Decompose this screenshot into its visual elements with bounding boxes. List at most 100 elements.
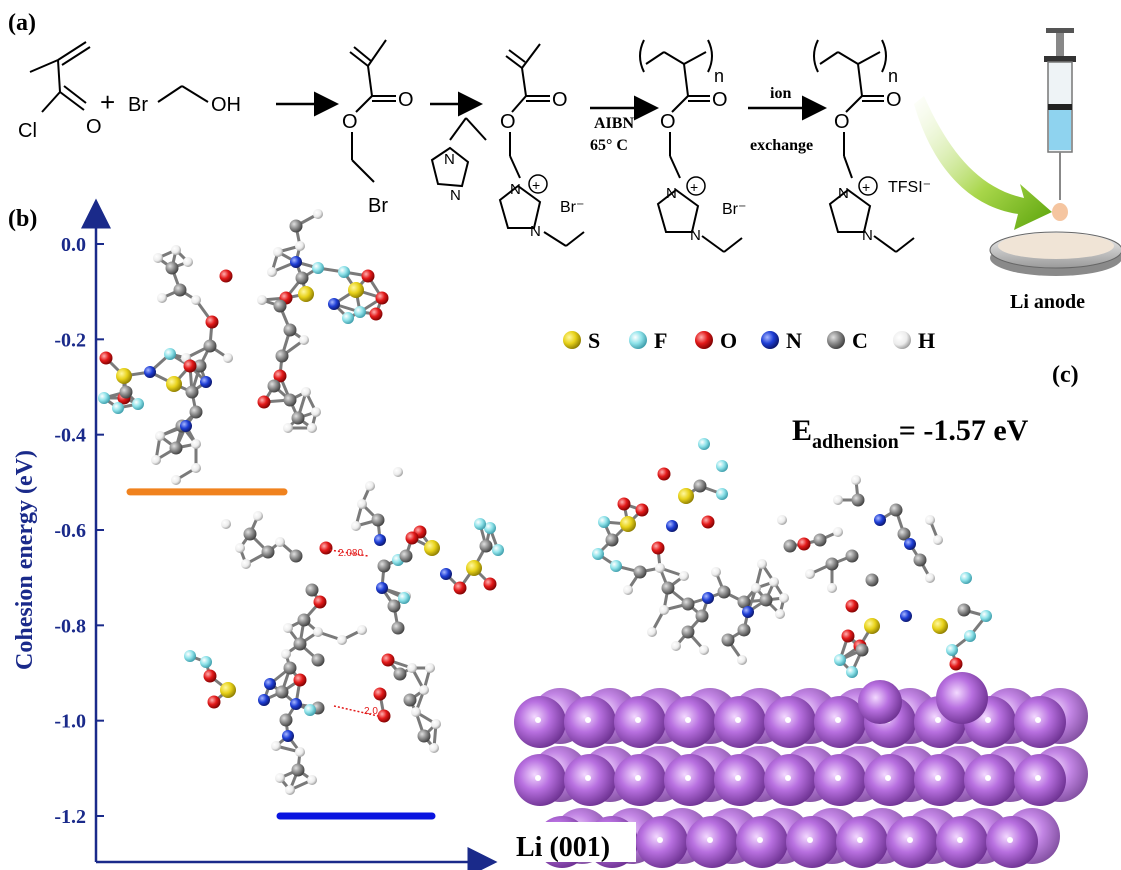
- atom-n-1: N: [444, 151, 455, 168]
- atom-c: [275, 349, 289, 363]
- atom-h: [283, 423, 293, 433]
- atom-n: [900, 610, 912, 622]
- li-atom-highlight: [985, 775, 991, 781]
- atom-s: [932, 618, 948, 634]
- atom-h: [679, 571, 689, 581]
- bond-length-label-1: 2.080: [338, 548, 363, 559]
- atom-c: [275, 685, 289, 699]
- atom-h: [933, 535, 943, 545]
- atom-o: [405, 531, 419, 545]
- y-tick-label: -0.4: [54, 425, 86, 447]
- atom-c: [289, 219, 303, 233]
- legend-label: C: [852, 328, 868, 353]
- atom-f: [964, 630, 976, 642]
- atom-o: [453, 581, 467, 595]
- atom-h: [925, 573, 935, 583]
- polymer-tfsi: n O O N + N TFSI⁻: [813, 39, 931, 253]
- atom-c: [897, 527, 911, 541]
- atom-c: [681, 625, 695, 639]
- atom-h: [191, 439, 201, 449]
- atom-h: [833, 527, 843, 537]
- li-atom-highlight: [935, 775, 941, 781]
- li-atom-highlight: [585, 775, 591, 781]
- atom-br: Br: [128, 94, 148, 116]
- li-atom-highlight: [835, 717, 841, 723]
- atom-c: [311, 653, 325, 667]
- atom-o: O: [86, 116, 102, 138]
- atom-n: [374, 534, 386, 546]
- atom-o-m1: O: [552, 89, 568, 111]
- atom-c: [417, 729, 431, 743]
- atom-h: [851, 475, 861, 485]
- li-atom-highlight: [735, 775, 741, 781]
- bromoethanol: Br OH: [128, 85, 241, 116]
- atom-f: [716, 460, 728, 472]
- atom-h: [253, 511, 263, 521]
- atom-f: [132, 398, 144, 410]
- atom-s: [864, 618, 880, 634]
- atom-s: [116, 368, 132, 384]
- atom-c: [889, 503, 903, 517]
- atom-f: [354, 306, 366, 318]
- counter-ion-br-2: Br⁻: [722, 201, 746, 218]
- li-atom-highlight: [685, 775, 691, 781]
- atom-h: [191, 463, 201, 473]
- atom-n: [702, 592, 714, 604]
- atom-c: [283, 323, 297, 337]
- molecule-model-adsorbed: [592, 438, 992, 678]
- atom-c: [913, 553, 927, 567]
- li-atom-highlight: [785, 775, 791, 781]
- legend-swatch-s: [563, 331, 581, 349]
- li-slab: [514, 672, 1088, 868]
- atom-h: [285, 785, 295, 795]
- atom-n-m1: N: [510, 181, 521, 198]
- atom-f: [312, 262, 324, 274]
- atom-c: [261, 545, 275, 559]
- atom-s: [298, 286, 314, 302]
- atom-o: [373, 687, 387, 701]
- atom-h: [357, 499, 367, 509]
- step4-label-top: ion: [770, 85, 791, 102]
- li-atom-highlight: [657, 837, 663, 843]
- atom-o: [219, 269, 233, 283]
- atom-h: [711, 567, 721, 577]
- atom-f: [342, 312, 354, 324]
- atom-o: [377, 709, 391, 723]
- atom-h: [301, 387, 311, 397]
- atom-h: [307, 775, 317, 785]
- atom-h: [295, 747, 305, 757]
- atom-c: [759, 593, 773, 607]
- atom-o-ester: O: [342, 111, 358, 133]
- atom-s: [678, 488, 694, 504]
- bond-length-label-2: 2.0: [364, 706, 378, 717]
- counter-ion-br-1: Br⁻: [560, 199, 584, 216]
- y-tick-label: -0.8: [54, 615, 86, 637]
- atom-h: [393, 467, 403, 477]
- atom-f: [598, 516, 610, 528]
- atom-c: [479, 539, 493, 553]
- atom-h: [775, 609, 785, 619]
- atom-h: [307, 423, 317, 433]
- atom-n: [742, 606, 754, 618]
- atom-o: [845, 599, 859, 613]
- atom-h: [757, 559, 767, 569]
- counter-ion-tfsi: TFSI⁻: [888, 179, 931, 196]
- atom-c: [279, 713, 293, 727]
- atom-c: [289, 549, 303, 563]
- atom-c: [661, 581, 675, 595]
- syringe-icon: [1044, 28, 1076, 200]
- atom-s: [220, 682, 236, 698]
- atom-h: [671, 641, 681, 651]
- y-tick-label: -0.6: [54, 520, 86, 542]
- atom-h: [351, 521, 361, 531]
- atom-c: [297, 613, 311, 627]
- atom-n: [290, 698, 302, 710]
- atom-n: [904, 538, 916, 550]
- atom-c: [203, 339, 217, 353]
- atom-o: [651, 541, 665, 555]
- y-tick-label: -1.2: [54, 806, 86, 828]
- panel-label-a: (a): [8, 10, 36, 36]
- atom-o: [657, 467, 671, 481]
- atom-f: [112, 402, 124, 414]
